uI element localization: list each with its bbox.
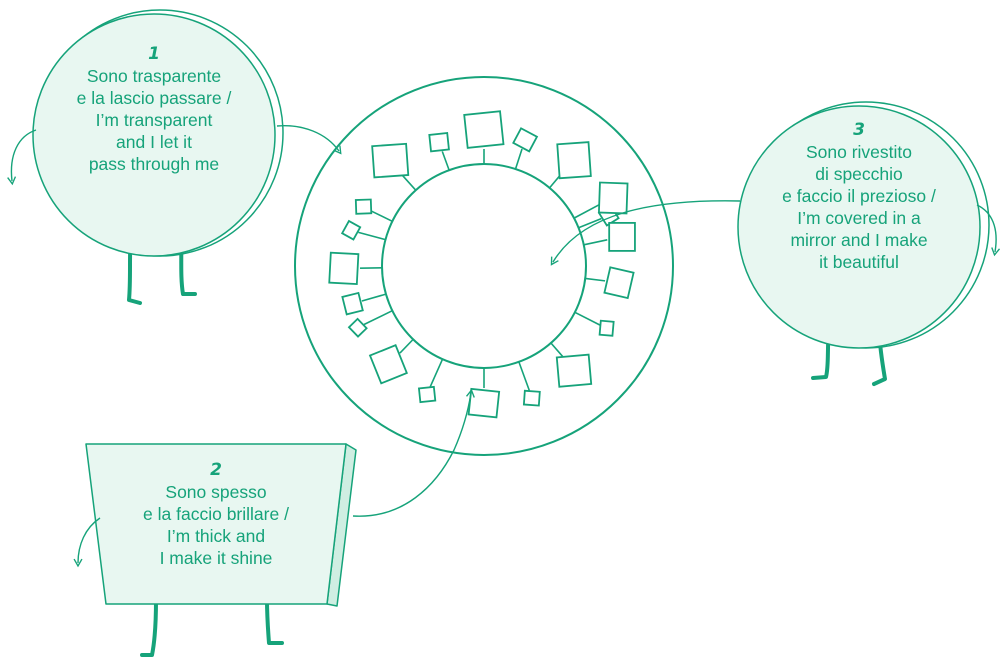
gem-stone [597, 181, 629, 215]
gem-stone [463, 110, 505, 149]
character-1 [7, 9, 342, 305]
gem-prong [363, 309, 393, 326]
ring-outer-circle [294, 76, 674, 456]
gem-stone [347, 317, 368, 338]
gem-stone [522, 389, 541, 407]
character-1-body [32, 13, 276, 257]
gem-prong [583, 239, 608, 246]
gem-stone [354, 198, 373, 215]
gem-prong [361, 293, 387, 302]
gem-stone [603, 266, 635, 300]
gem-prong [550, 342, 564, 358]
gem-stone [368, 344, 408, 385]
character-2 [73, 388, 475, 657]
gem-prong [441, 151, 450, 171]
gem-stone [512, 127, 539, 153]
gem-stone [556, 141, 592, 180]
gem-stone [608, 221, 636, 252]
ring-gems [328, 110, 636, 419]
gem-prong [514, 148, 523, 170]
character-3-arm-right [976, 204, 1001, 257]
gem-prong [574, 311, 601, 326]
character-3-arm-pointer [550, 200, 741, 266]
gem-prong [518, 361, 531, 391]
gem-stone [428, 132, 450, 153]
character-1-arm-left [7, 129, 37, 186]
gem-prong [578, 217, 602, 229]
gem-prong [358, 231, 386, 241]
gem-stone [555, 353, 593, 388]
gem-prong [429, 358, 444, 388]
character-2-leg-left [140, 598, 158, 657]
character-3-body [737, 105, 981, 349]
gem-prong [369, 209, 393, 223]
gem-stone [340, 219, 362, 241]
character-2-arm-pointer [352, 388, 475, 517]
gem-prong [585, 277, 606, 282]
gem-prong [401, 174, 417, 191]
gem-prong [399, 338, 414, 354]
character-3 [550, 101, 1001, 386]
character-2-body [85, 443, 347, 605]
character-2-leg-right [265, 598, 284, 645]
gem-stone [371, 142, 410, 179]
character-1-arm-pointer [276, 125, 342, 155]
gem-stone [467, 387, 501, 419]
character-2-arm-left [73, 517, 101, 568]
gem-stone [417, 385, 437, 404]
gem-stone [328, 251, 360, 286]
ring-inner-circle [381, 163, 587, 369]
gem-stone [341, 291, 364, 316]
gem-stone [598, 319, 615, 337]
gem-prong [573, 204, 600, 219]
